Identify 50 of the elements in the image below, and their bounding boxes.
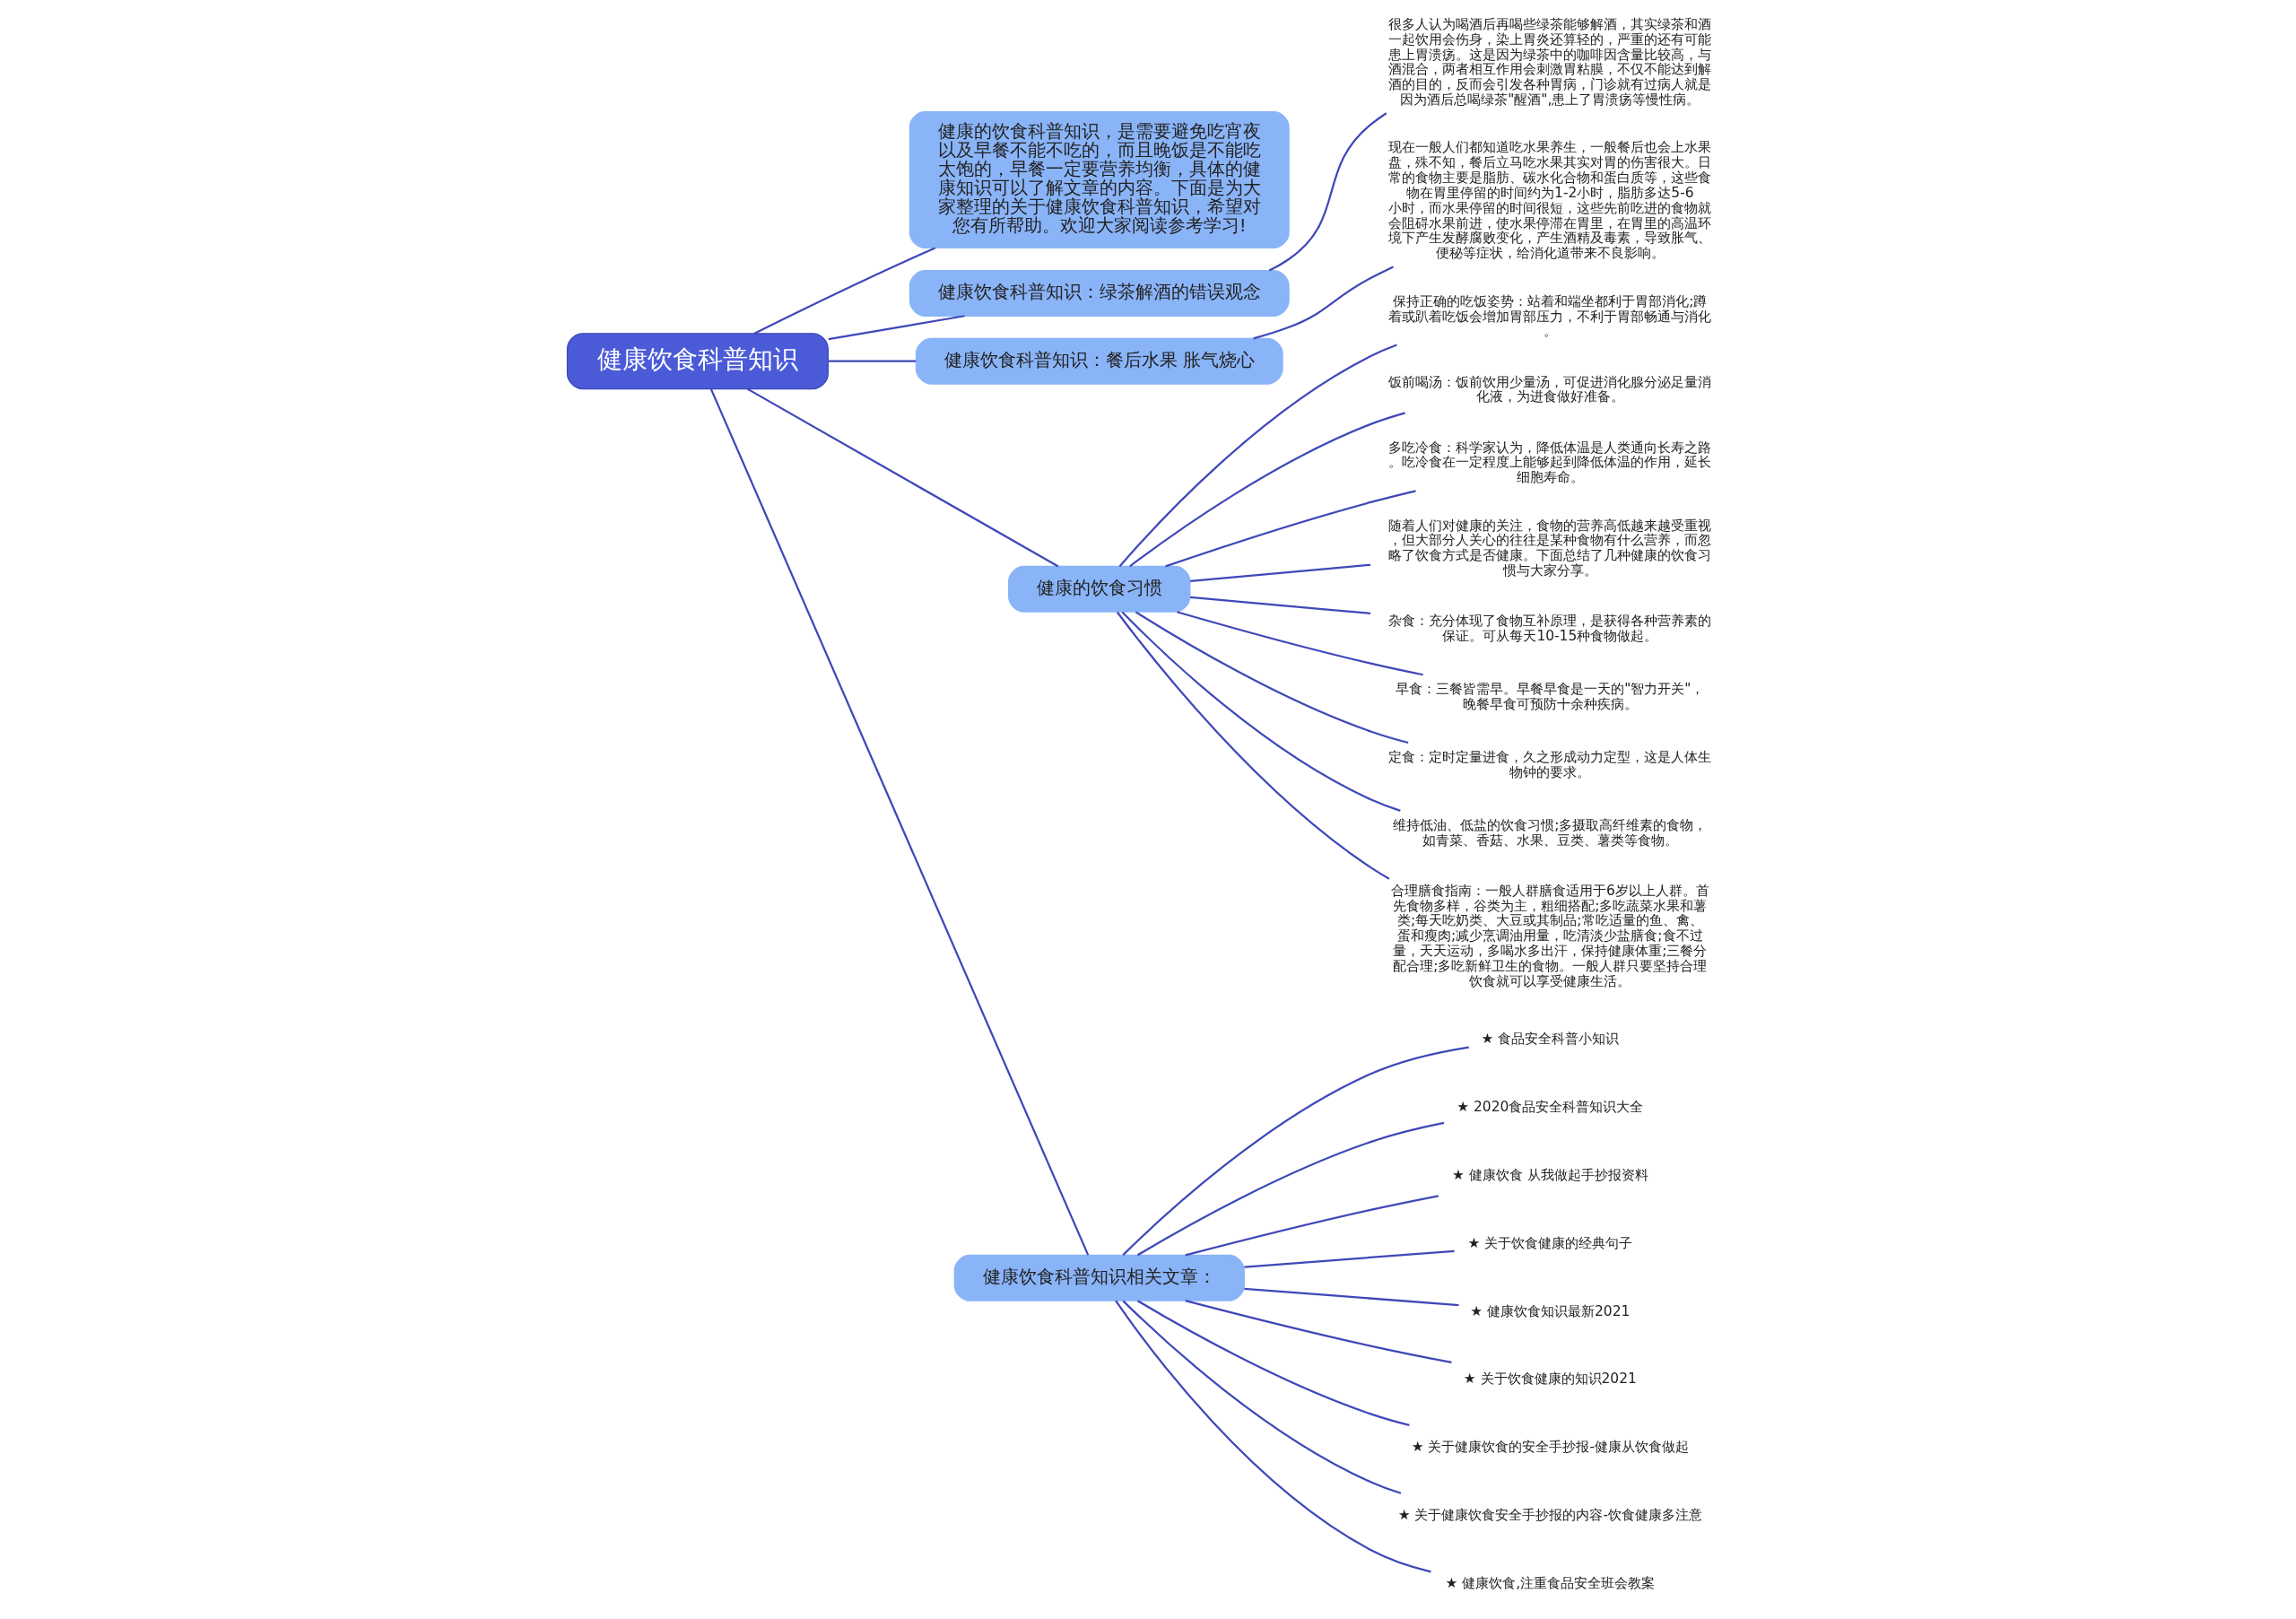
- node-text: ★ 关于健康饮食的安全手抄报-健康从饮食做起: [1411, 1439, 1689, 1456]
- connector: [1121, 611, 1401, 812]
- node-text: ★ 关于健康饮食安全手抄报的内容-饮食健康多注意: [1397, 1507, 1702, 1523]
- connector: [1184, 1195, 1439, 1257]
- node-box: 健康的饮食科普知识，是需要避免吃宵夜以及早餐不能不吃的，而且晚饭是不能吃太饱的，早餐一定要营养均衡，具体的健康知识可以了解文章的内容。下面是为大家整理的关于健康饮食科普知识，希望对您有所帮助。欢迎大家阅读参考学习!: [909, 111, 1290, 249]
- connector: [1164, 490, 1416, 568]
- connector: [1122, 1046, 1469, 1256]
- connector: [1135, 611, 1408, 744]
- node-box: 健康的饮食习惯: [1007, 565, 1191, 613]
- connector: [1136, 1121, 1444, 1257]
- node-text: 多吃冷食：科学家认为，降低体温是人类通向长寿之路。吃冷食在一定程度上能够起到降低体温的作用，延长细胞寿命。: [1387, 439, 1711, 486]
- node-text: ★ 关于饮食健康的知识2021: [1463, 1371, 1637, 1388]
- node-text: ★ 关于饮食健康的经典句子: [1466, 1234, 1632, 1251]
- node-text: ★ 健康饮食 从我做起手抄报资料: [1451, 1166, 1648, 1183]
- node-box: 健康饮食科普知识：餐后水果 胀气烧心: [915, 337, 1283, 385]
- connector: [1118, 344, 1397, 568]
- connector: [753, 247, 935, 335]
- connector: [1252, 265, 1394, 340]
- node-text: 合理膳食指南：一般人群膳食适用于6岁以上人群。首先食物多样，谷类为主，粗细搭配;多吃蔬菜水果和薯类;每天吃奶类、大豆或其制品;常吃适量的鱼、禽、蛋和瘦肉;减少烹调油用量，吃清淡少盐膳食;食不过量，天天运动，多喝水多出汗，保持健康体重;三餐分配合理;多吃新鲜卫生的食物。一般人群只要坚持合理饮食就可以享受健康生活。: [1390, 882, 1709, 989]
- connector: [1114, 1300, 1431, 1573]
- connector: [1189, 563, 1370, 582]
- node-text: ★ 食品安全科普小知识: [1480, 1031, 1619, 1048]
- node-text: 很多人认为喝酒后再喝些绿茶能够解酒，其实绿茶和酒一起饮用会伤身，染上胃炎还算轻的，严重的还有可能患上胃溃疡。这是因为绿茶中的咖啡因含量比较高，与酒混合，两者相互作用会刺激胃粘膜，不仅不能达到解酒的目的，反而会引发各种胃病，门诊就有过病人就是因为酒后总喝绿茶"醒酒",患上了胃溃疡等慢性病。: [1387, 15, 1711, 109]
- connector: [1116, 611, 1389, 880]
- connector: [1128, 412, 1405, 568]
- connector: [1122, 1300, 1401, 1494]
- node-text: 维持低油、低盐的饮食习惯;多摄取高纤维素的食物，如青菜、香菇、水果、豆类、薯类等食物。: [1392, 816, 1707, 849]
- node-text: 保持正确的吃饭姿势：站着和端坐都利于胃部消化;蹲着或趴着吃饭会增加胃部压力，不利于胃部畅通与消化。: [1387, 292, 1711, 340]
- connector: [1268, 112, 1387, 272]
- node-box: 健康饮食科普知识：绿茶解酒的错误观念: [909, 269, 1290, 317]
- node-text: 现在一般人们都知道吃水果养生，一般餐后也会上水果盘，殊不知，餐后立马吃水果其实对胃的伤害很大。日常的食物主要是脂肪、碳水化合物和蛋白质等，这些食物在胃里停留的时间约为1-2小时，脂肪多达5-6小时，而水果停留的时间很短，这些先前吃进的食物就会阻碍水果前进，使水果停滞在胃里，在胃里的高温环境下产生发酵腐败变化，产生酒精及毒素，导致胀气、便秘等症状，给消化道带来不良影响。: [1387, 139, 1711, 262]
- connector: [1243, 1287, 1459, 1307]
- node-text: 杂食：充分体现了食物互补原理，是获得各种营养素的保证。可从每天10-15种食物做起。: [1387, 613, 1711, 645]
- connector: [1243, 1249, 1455, 1268]
- connector: [746, 387, 1058, 568]
- connector: [709, 388, 1089, 1256]
- node-text: 定食：定时定量进食，久之形成动力定型，这是人体生物钟的要求。: [1387, 748, 1711, 780]
- node-text: ★ 健康饮食知识最新2021: [1469, 1302, 1630, 1319]
- connector: [1176, 611, 1423, 676]
- connector: [1136, 1300, 1410, 1426]
- node-box: 健康饮食科普知识相关文章：: [953, 1254, 1245, 1301]
- connector: [828, 360, 916, 362]
- node-text: ★ 2020食品安全科普知识大全: [1456, 1099, 1643, 1116]
- connector: [1184, 1299, 1452, 1364]
- node-text: 随着人们对健康的关注，食物的营养高低越来越受重视，但大部分人关心的往往是某种食物有什么营养，而忽略了饮食方式是否健康。下面总结了几种健康的饮食习惯与大家分享。: [1387, 517, 1711, 579]
- connector: [1189, 596, 1370, 614]
- node-box: 健康饮食科普知识: [566, 333, 829, 390]
- node-text: 饭前喝汤：饭前饮用少量汤，可促进消化腺分泌足量消化液，为进食做好准备。: [1387, 373, 1711, 405]
- node-text: 早食：三餐皆需早。早餐早食是一天的"智力开关"，晚餐早食可预防十余种疾病。: [1395, 681, 1704, 712]
- node-text: ★ 健康饮食,注重食品安全班会教案: [1445, 1574, 1655, 1591]
